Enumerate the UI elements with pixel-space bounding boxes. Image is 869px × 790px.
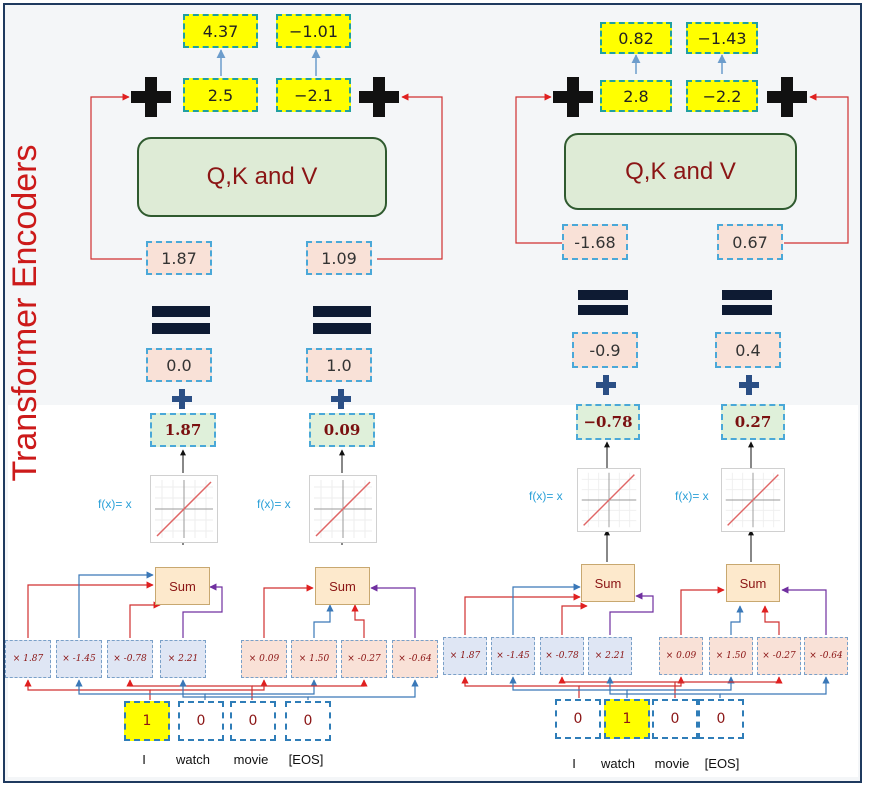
plus-icon [739,375,759,395]
qkv-block: Q,K and V [137,137,387,217]
position-value-box: -0.9 [572,332,638,368]
attention-output-box: −2.2 [686,80,758,112]
onehot-input: 1 [604,699,650,739]
sum-node: Sum [155,567,210,605]
activation-label: f(x)= x [675,489,709,503]
attention-output-box: −2.1 [276,78,351,112]
identity-activation-plot [150,475,218,543]
equals-icon [722,290,772,300]
token-word: I [572,756,576,771]
position-value-box: 0.4 [715,332,781,368]
plus-icon [172,389,192,409]
weight-box: × -1.45 [56,640,102,678]
encoded-value-box: 1.87 [146,241,212,275]
token-word: watch [176,752,210,767]
onehot-input: 0 [555,699,601,739]
sum-node: Sum [581,564,635,602]
attention-output-box: 2.5 [183,78,258,112]
token-word: movie [233,752,269,767]
plus-icon [331,389,351,409]
add-icon [131,77,171,117]
qkv-block: Q,K and V [564,133,797,210]
encoded-value-box: -1.68 [562,224,628,260]
weight-box: × -0.64 [392,640,438,678]
output-box: −1.43 [686,22,758,54]
activation-label: f(x)= x [529,489,563,503]
sum-node: Sum [726,564,780,602]
embedding-value-box: −0.78 [576,404,640,440]
onehot-input: 0 [652,699,698,739]
add-icon [767,77,807,117]
onehot-input: 0 [178,701,224,741]
plus-icon [596,375,616,395]
sum-node: Sum [315,567,370,605]
onehot-input: 1 [124,701,170,741]
equals-icon [152,306,210,317]
weight-box: × 1.50 [291,640,337,678]
token-word: movie [654,756,690,771]
add-icon [359,77,399,117]
weight-box: × -0.27 [341,640,387,678]
token-word: [EOS] [704,756,740,771]
weight-box: × -0.27 [757,637,801,675]
weight-box: × -0.78 [107,640,153,678]
embedding-value-box: 0.27 [721,404,785,440]
weight-box: × -0.78 [540,637,584,675]
encoded-value-box: 1.09 [306,241,372,275]
weight-box: × 2.21 [160,640,206,678]
activation-label: f(x)= x [257,497,291,511]
output-box: −1.01 [276,14,351,48]
weight-box: × 2.21 [588,637,632,675]
position-value-box: 1.0 [306,348,372,382]
weight-box: × 0.09 [659,637,703,675]
identity-activation-plot [577,468,641,532]
output-box: 0.82 [600,22,672,54]
identity-activation-plot [309,475,377,543]
weight-box: × -0.64 [804,637,848,675]
equals-icon [313,306,371,317]
onehot-input: 0 [230,701,276,741]
weight-box: × 1.87 [5,640,51,678]
onehot-input: 0 [285,701,331,741]
position-value-box: 0.0 [146,348,212,382]
weight-box: × 0.09 [241,640,287,678]
activation-label: f(x)= x [98,497,132,511]
encoded-value-box: 0.67 [717,224,783,260]
weight-box: × -1.45 [491,637,535,675]
token-word: [EOS] [288,752,324,767]
weight-box: × 1.87 [443,637,487,675]
embedding-value-box: 1.87 [150,413,216,447]
diagram-title: Transformer Encoders [6,144,44,482]
onehot-input: 0 [698,699,744,739]
token-word: watch [601,756,635,771]
embedding-value-box: 0.09 [309,413,375,447]
attention-output-box: 2.8 [600,80,672,112]
weight-box: × 1.50 [709,637,753,675]
identity-activation-plot [721,468,785,532]
equals-icon [578,290,628,300]
output-box: 4.37 [183,14,258,48]
token-word: I [142,752,146,767]
add-icon [553,77,593,117]
